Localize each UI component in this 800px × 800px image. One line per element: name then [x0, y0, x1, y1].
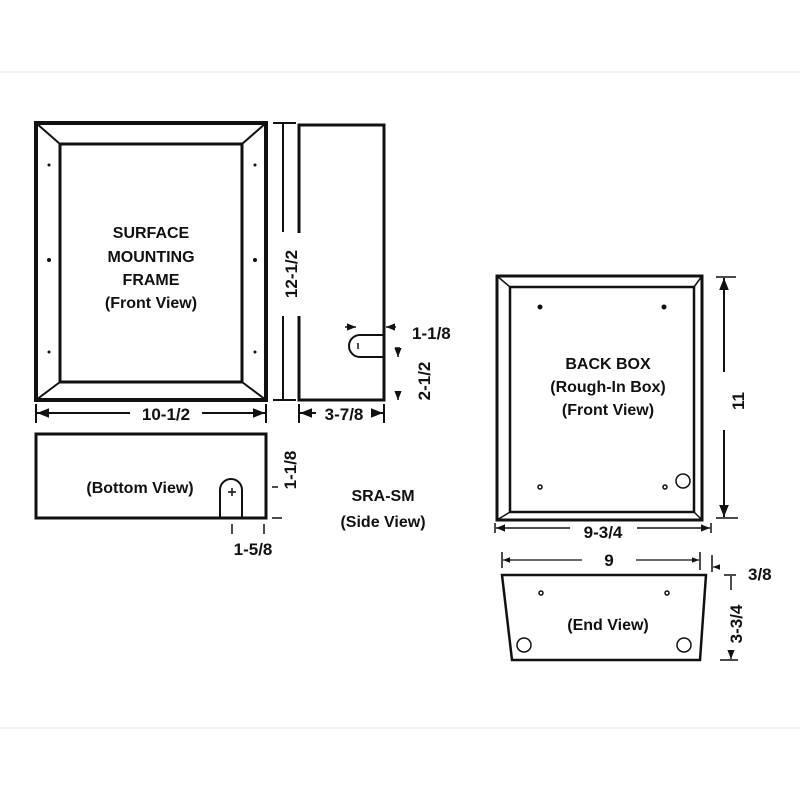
bottom-view-label: (Bottom View): [86, 480, 193, 497]
frame-front-view: SURFACE MOUNTING FRAME (Front View): [34, 121, 268, 402]
end-view-width-label: 9: [604, 551, 613, 570]
model-name: SRA-SM: [351, 488, 414, 505]
back-box-height-label: 11: [729, 392, 748, 410]
back-box-title-line-1: BACK BOX: [565, 356, 651, 373]
back-box-front-view: BACK BOX (Rough-In Box) (Front View): [495, 274, 704, 522]
slot-width-label: 1-1/8: [412, 324, 451, 343]
frame-side-view: 1-1/8 2-1/2: [297, 123, 451, 402]
back-box-title-line-2: (Rough-In Box): [550, 379, 666, 396]
frame-title-line-1: SURFACE: [113, 225, 190, 242]
dimension-frame-width: 10-1/2: [35, 404, 267, 424]
model-caption: SRA-SM (Side View): [340, 488, 425, 531]
back-box-width-label: 9-3/4: [584, 523, 623, 542]
frame-title-line-4: (Front View): [105, 295, 197, 312]
dimension-back-box-height: 11: [716, 276, 748, 519]
side-view-label: (Side View): [340, 514, 425, 531]
bottom-slot-height-label: 1-1/8: [281, 451, 300, 490]
dimension-back-box-width: 9-3/4: [494, 523, 712, 542]
frame-height-label: 12-1/2: [282, 250, 301, 298]
frame-depth-label: 3-7/8: [325, 405, 364, 424]
end-view-lip-label: 3/8: [748, 565, 772, 584]
bottom-slot-offset-label: 1-5/8: [234, 540, 273, 559]
frame-title-line-3: FRAME: [123, 272, 180, 289]
end-view-depth-label: 3-3/4: [727, 604, 746, 643]
back-box-title-line-3: (Front View): [562, 402, 654, 419]
end-view-label: (End View): [567, 617, 649, 634]
frame-title-line-2: MOUNTING: [107, 249, 194, 266]
slot-height-label: 2-1/2: [415, 362, 434, 401]
frame-bottom-view: (Bottom View) 1-1/8 1-5/8: [34, 432, 300, 559]
dimension-frame-depth: 3-7/8: [298, 404, 385, 424]
dimension-frame-height: 12-1/2: [273, 122, 301, 401]
end-view: (End View) 9 3/8 3-3/4: [500, 551, 772, 662]
frame-width-label: 10-1/2: [142, 405, 190, 424]
